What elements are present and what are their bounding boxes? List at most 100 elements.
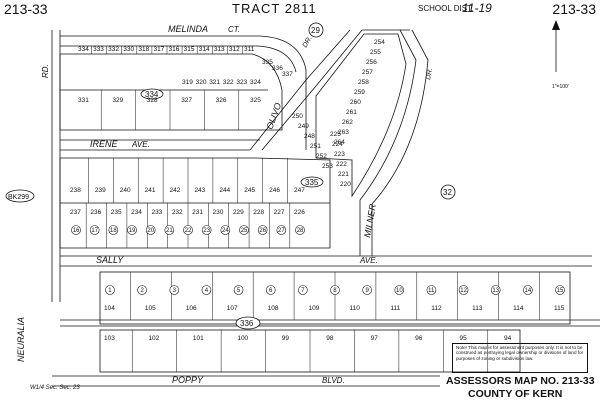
circled-lot-number: 3 bbox=[173, 288, 177, 294]
lot-number: 115 bbox=[554, 305, 565, 312]
circled-lot-number: 25 bbox=[241, 228, 248, 234]
circled-lot-marker bbox=[426, 285, 437, 295]
circled-lot-marker bbox=[394, 285, 405, 295]
lot-number: 102 bbox=[148, 335, 159, 342]
lot-number: 240 bbox=[120, 187, 131, 194]
circled-lot-number: 15 bbox=[557, 288, 564, 294]
lot-number: 96 bbox=[415, 335, 423, 342]
north-arrow bbox=[552, 20, 560, 72]
circled-lot-marker bbox=[145, 225, 156, 235]
lot-number: 109 bbox=[309, 305, 320, 312]
lot-number: 108 bbox=[268, 305, 279, 312]
circled-lot-marker bbox=[490, 285, 501, 295]
circled-lot-marker bbox=[257, 225, 268, 235]
street-sally: SALLY bbox=[96, 255, 124, 265]
street-ct: CT. bbox=[228, 25, 240, 34]
book-ref-oval bbox=[5, 189, 35, 203]
lot-number: 264 bbox=[334, 139, 345, 146]
lot-number: 322 bbox=[223, 79, 234, 86]
county-name: COUNTY OF KERN bbox=[468, 388, 563, 400]
lot-number: 311 bbox=[244, 46, 255, 53]
circled-lot-marker bbox=[201, 225, 212, 235]
lot-number: 107 bbox=[227, 305, 238, 312]
scale-note: 1"=100' bbox=[552, 84, 569, 90]
lot-number: 95 bbox=[460, 335, 468, 342]
lot-number: 230 bbox=[213, 209, 224, 216]
circled-lot-number: 26 bbox=[259, 228, 266, 234]
street-melinda: MELINDA bbox=[168, 24, 208, 34]
lot-number: 328 bbox=[147, 97, 158, 104]
page-number-left: 213-33 bbox=[4, 1, 48, 17]
tract-title: TRACT 2811 bbox=[232, 1, 317, 16]
lot-number: 259 bbox=[354, 89, 365, 96]
page-number-right: 213-33 bbox=[552, 1, 596, 17]
olivo-dr-east bbox=[261, 29, 363, 151]
olivo-east-block bbox=[315, 33, 407, 198]
circled-lot-marker bbox=[183, 225, 193, 235]
lot-number: 318 bbox=[138, 46, 149, 53]
lot-number: 223 bbox=[334, 151, 345, 158]
melinda-ct-north-edge bbox=[60, 35, 307, 150]
block-29: 29 bbox=[311, 26, 320, 35]
street-olivo-dr: DR. bbox=[302, 35, 314, 49]
lot-number: 114 bbox=[513, 305, 524, 312]
lot-number: 112 bbox=[431, 305, 442, 312]
lot-number: 238 bbox=[70, 187, 81, 194]
school-dist-label: SCHOOL DIST. bbox=[418, 4, 474, 13]
lot-number: 319 bbox=[182, 79, 193, 86]
circled-lot-marker bbox=[105, 285, 115, 295]
lot-number: 330 bbox=[123, 46, 134, 53]
lot-number: 252 bbox=[316, 153, 327, 160]
circled-lot-marker bbox=[362, 285, 372, 295]
lot-number: 244 bbox=[219, 187, 230, 194]
lot-number: 327 bbox=[181, 97, 192, 104]
lot-number: 103 bbox=[104, 335, 115, 342]
lot-number: 97 bbox=[371, 335, 379, 342]
lot-number: 314 bbox=[199, 46, 210, 53]
milner-dr-west bbox=[359, 29, 417, 256]
lot-number: 261 bbox=[346, 109, 357, 116]
lot-number: 113 bbox=[472, 305, 483, 312]
street-olivo: OLIVO bbox=[264, 101, 283, 130]
lot-number: 106 bbox=[186, 305, 197, 312]
book-page-oval-335 bbox=[300, 176, 324, 188]
book-page-335: 335 bbox=[305, 178, 319, 187]
book-page-oval-334 bbox=[140, 88, 164, 100]
disclaimer-note: Note! This map is for assessment purpose… bbox=[452, 343, 588, 373]
lot-number: 226 bbox=[294, 209, 305, 216]
lot-number: 220 bbox=[340, 181, 351, 188]
circled-lot-number: 1 bbox=[108, 288, 112, 294]
lot-number: 239 bbox=[95, 187, 106, 194]
circled-lot-marker bbox=[89, 225, 100, 235]
circled-lot-number: 16 bbox=[73, 228, 80, 234]
section-reference: W1/4 Sec. Sec. 23 bbox=[30, 385, 80, 391]
circled-lot-number: 5 bbox=[237, 288, 241, 294]
lot-number: 255 bbox=[370, 49, 381, 56]
lot-number: 234 bbox=[131, 209, 142, 216]
lot-number: 317 bbox=[153, 46, 164, 53]
lot-number: 101 bbox=[193, 335, 204, 342]
circled-lot-marker bbox=[330, 285, 340, 295]
lot-number: 253 bbox=[322, 163, 333, 170]
lot-number: 335 bbox=[262, 59, 273, 66]
lot-number: 324 bbox=[250, 79, 261, 86]
lot-number: 316 bbox=[169, 46, 180, 53]
map-title: ASSESSORS MAP NO. 213-33 bbox=[446, 375, 595, 387]
circled-lot-number: 13 bbox=[492, 288, 499, 294]
circled-lot-number: 24 bbox=[222, 228, 229, 234]
book-ref: BK299 bbox=[8, 194, 29, 201]
lot-number: 249 bbox=[298, 123, 309, 130]
street-blvd: BLVD. bbox=[322, 376, 345, 385]
lot-number: 236 bbox=[90, 209, 101, 216]
circled-lot-number: 4 bbox=[205, 288, 209, 294]
lot-number: 241 bbox=[145, 187, 156, 194]
circled-lot-marker bbox=[239, 225, 249, 235]
circled-lot-number: 8 bbox=[333, 288, 337, 294]
lot-number: 262 bbox=[342, 119, 353, 126]
lot-number: 251 bbox=[310, 143, 321, 150]
olivo-dr-west bbox=[249, 29, 351, 151]
circled-lot-number: 18 bbox=[110, 228, 117, 234]
lot-number: 313 bbox=[214, 46, 225, 53]
circled-lot-number: 6 bbox=[269, 288, 273, 294]
school-dist-value: 11-19 bbox=[462, 1, 492, 15]
